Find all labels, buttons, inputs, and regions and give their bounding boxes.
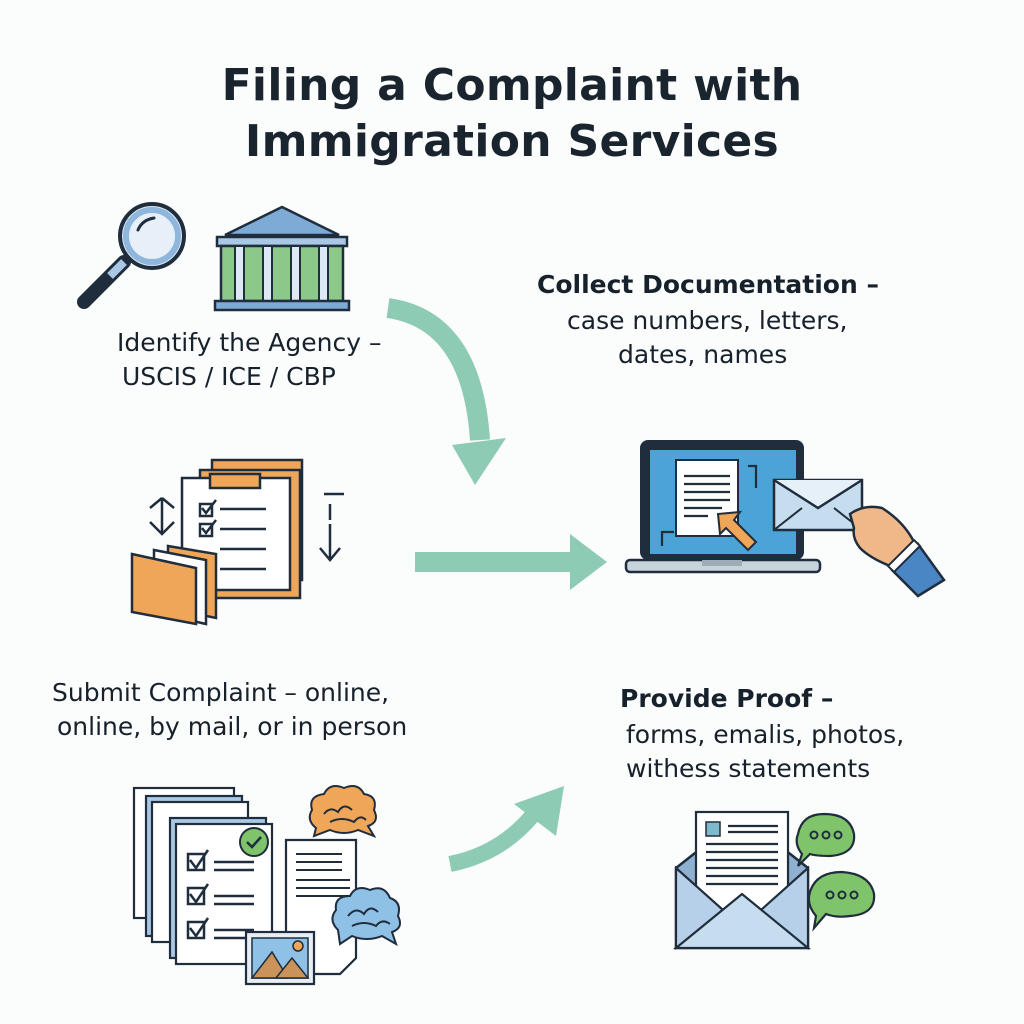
curved-arrow-down-icon xyxy=(386,298,506,485)
straight-arrow-right-icon xyxy=(415,534,607,590)
curved-arrow-up-icon xyxy=(448,786,564,872)
photo-icon xyxy=(244,930,316,986)
thought-cloud-blue-icon xyxy=(331,887,401,947)
step-proof-detail-1: forms, emalis, photos, xyxy=(626,720,905,749)
chat-bubbles-icon xyxy=(795,812,876,932)
title-line-2: Immigration Services xyxy=(244,116,780,167)
step-submit-detail: online, by mail, or in person xyxy=(57,712,408,741)
step-proof-detail-2: withess statements xyxy=(626,754,871,783)
government-building-icon xyxy=(213,205,351,312)
step-collect-heading: Collect Documentation – xyxy=(537,270,879,299)
page-title: Filing a Complaint with Immigration Serv… xyxy=(0,58,1024,170)
clipboard-checklist-icon xyxy=(130,458,344,626)
hand-envelope-icon xyxy=(772,478,946,598)
open-envelope-icon xyxy=(672,810,812,950)
step-identify-detail: USCIS / ICE / CBP xyxy=(122,362,336,391)
magnifying-glass-icon xyxy=(77,202,186,309)
document-stack-icon xyxy=(132,785,401,986)
step-collect-detail-1: case numbers, letters, xyxy=(567,306,848,335)
laptop-document-icon xyxy=(624,440,822,574)
step-proof-heading: Provide Proof – xyxy=(620,684,834,713)
step-identify-heading: Identify the Agency – xyxy=(117,328,382,357)
title-line-1: Filing a Complaint with xyxy=(221,60,803,111)
step-submit-heading: Submit Complaint – online, xyxy=(52,678,390,707)
thought-cloud-orange-icon xyxy=(308,785,377,838)
step-collect-detail-2: dates, names xyxy=(618,340,788,369)
